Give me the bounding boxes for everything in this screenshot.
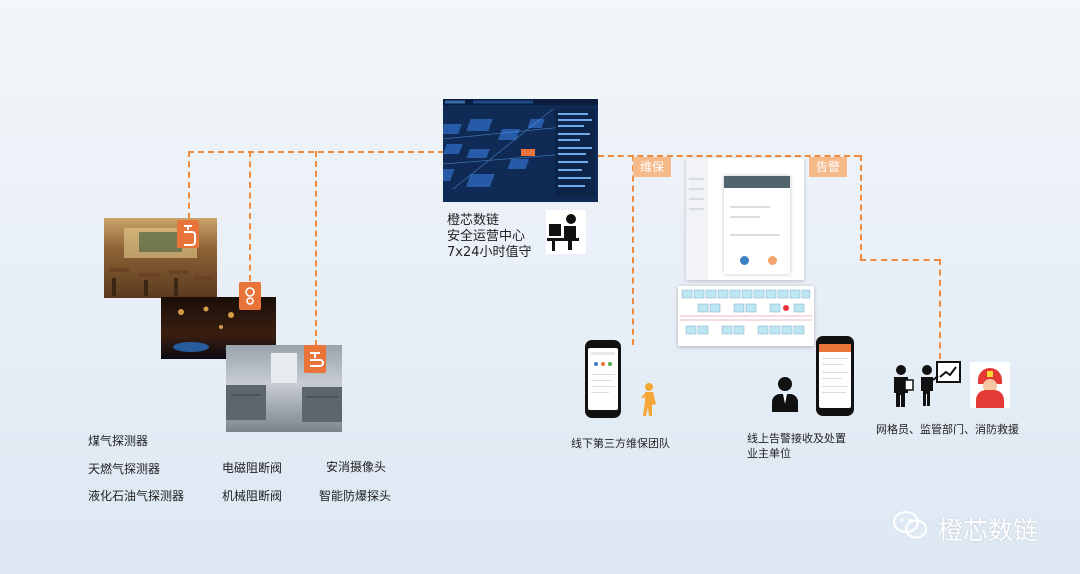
device-valve-2: 机械阻断阀 xyxy=(222,487,282,504)
gas-detector-icon xyxy=(177,220,199,248)
center-hours: 7x24小时值守 xyxy=(447,241,532,260)
operation-center-dashboard xyxy=(443,99,598,202)
device-camera-2: 智能防爆探头 xyxy=(319,487,391,504)
maintenance-worker-icon xyxy=(636,382,662,418)
offline-team-label: 线下第三方维保团队 xyxy=(571,435,670,451)
connector-maintenance xyxy=(632,155,634,345)
hangup-icon xyxy=(768,256,777,265)
watermark-text: 橙芯数链 xyxy=(938,511,1038,547)
connector-responders xyxy=(939,259,941,359)
owner-person-icon xyxy=(770,376,800,412)
valve-icon xyxy=(239,282,261,310)
dashboard-map-graphic xyxy=(443,99,598,202)
restaurant-photo xyxy=(104,218,217,298)
responders-label: 网格员、监管部门、消防救援 xyxy=(876,421,1019,437)
floor-plan-screenshot xyxy=(678,286,814,346)
alarm-point-marker xyxy=(783,305,789,311)
connector-drop-1 xyxy=(188,151,190,219)
firefighter-icon xyxy=(970,362,1010,408)
owner-phone xyxy=(816,336,854,416)
connector-alarm-right xyxy=(860,259,940,261)
web-app-sidebar xyxy=(686,158,708,280)
maintenance-tag: 维保 xyxy=(633,157,671,177)
alarm-tag: 告警 xyxy=(809,157,847,177)
alarm-web-app-screenshot xyxy=(686,158,804,280)
device-valve-1: 电磁阻断阀 xyxy=(222,459,282,476)
online-owner-label-2: 业主单位 xyxy=(747,445,791,461)
floor-plan-graphic xyxy=(678,286,814,346)
device-camera-1: 安消摄像头 xyxy=(326,458,386,475)
alarm-dialog xyxy=(724,176,790,274)
dial-call-icon xyxy=(740,256,749,265)
device-gas-1: 煤气探测器 xyxy=(88,432,148,449)
device-gas-3: 液化石油气探测器 xyxy=(88,487,184,504)
connector-drop-2 xyxy=(249,151,251,281)
online-owner-label-1: 线上告警接收及处置 xyxy=(747,430,846,446)
regulator-presentation-icon xyxy=(918,360,962,408)
maintenance-phone xyxy=(585,340,621,418)
device-gas-2: 天燃气探测器 xyxy=(88,460,160,477)
grid-worker-icon xyxy=(887,364,917,408)
connector-alarm xyxy=(860,155,862,260)
connector-drop-3 xyxy=(315,151,317,346)
camera-detector-icon xyxy=(304,345,326,373)
wechat-icon xyxy=(892,510,930,542)
operator-desk-icon xyxy=(546,210,586,254)
